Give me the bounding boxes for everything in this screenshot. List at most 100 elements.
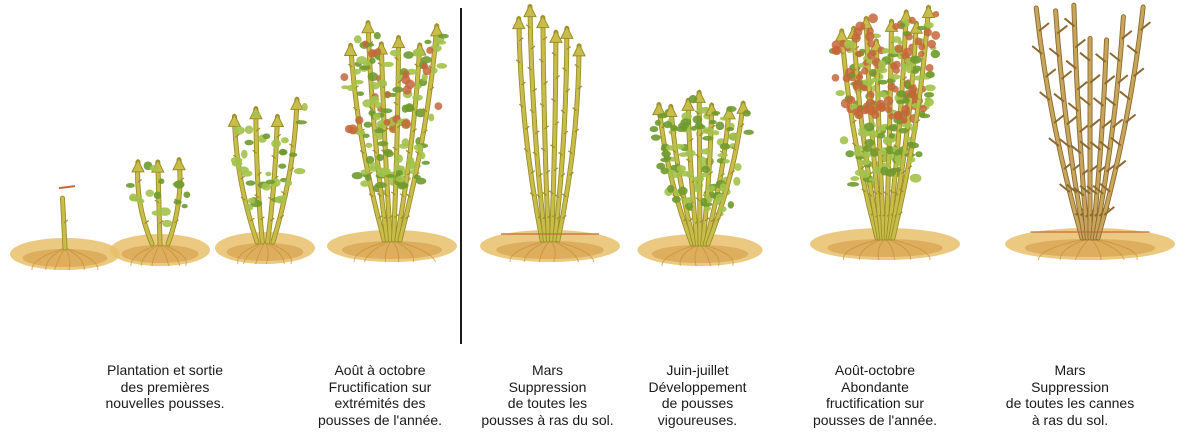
caption-line: de toutes les cannes [995, 395, 1145, 412]
leaf [438, 34, 449, 39]
growth-arrow [836, 29, 848, 41]
leaf [715, 194, 724, 202]
berry [385, 92, 391, 98]
leaf [675, 144, 685, 149]
leaf [667, 185, 674, 193]
leaf [271, 139, 281, 147]
leaf [911, 103, 919, 108]
leaf [903, 97, 910, 104]
leaf [926, 71, 935, 78]
berry [920, 105, 927, 112]
plant-planting [10, 186, 120, 270]
leaf [678, 187, 688, 196]
leaf [419, 152, 426, 159]
leaf [374, 32, 381, 39]
caption-line: vigoureuses. [630, 412, 765, 429]
leaf [650, 126, 659, 132]
plant-growth [215, 97, 315, 264]
leaf [436, 40, 446, 44]
berry [906, 33, 913, 40]
leaf [875, 91, 886, 97]
berry [402, 71, 409, 78]
berry [890, 62, 898, 70]
berry [866, 98, 875, 107]
berry [868, 13, 878, 23]
leaf [375, 182, 387, 188]
leaf [399, 183, 408, 189]
plants-illustration [0, 0, 1185, 340]
caption-planting: Plantation et sortie des premières nouve… [90, 362, 240, 412]
leaf [302, 103, 308, 111]
leaf [146, 189, 154, 196]
leaf [864, 123, 874, 132]
leaf [413, 48, 424, 57]
leaf [685, 150, 696, 157]
leaf [925, 84, 936, 91]
growth-arrow [271, 115, 283, 127]
plant-march-final [1005, 5, 1175, 260]
leaf [394, 154, 403, 163]
leaf [265, 172, 271, 177]
leaf [365, 174, 372, 181]
berry [894, 111, 903, 120]
leaf [728, 201, 734, 209]
leaf [899, 23, 905, 28]
leaf [405, 103, 414, 112]
leaf [403, 51, 413, 59]
leaf [246, 180, 256, 185]
berry [401, 119, 411, 129]
caption-line: de pousses [630, 395, 765, 412]
leaf [174, 200, 182, 205]
leaf [850, 176, 859, 181]
soil-shadow [496, 241, 604, 259]
leaf [869, 69, 877, 77]
berry [866, 27, 873, 34]
caption-line: pousses de l'année. [300, 412, 460, 429]
leaf [734, 163, 741, 171]
leaf [861, 160, 871, 165]
leaf [377, 141, 388, 146]
caption-line: extrémités des [300, 395, 460, 412]
leaf [836, 90, 845, 96]
berry [832, 46, 840, 54]
leaf [231, 157, 242, 164]
leaf [356, 56, 367, 64]
soil-shadow [652, 245, 748, 263]
leaf [392, 87, 403, 93]
leaf [877, 67, 888, 73]
growth-arrow [393, 36, 405, 48]
leaf [407, 157, 415, 166]
leaf [931, 50, 940, 58]
leaf [743, 110, 751, 117]
cut-mark [59, 186, 75, 188]
leaf [416, 178, 427, 185]
caption-august-october: Août-octobre Abondante fructification su… [795, 362, 955, 428]
leaf [279, 149, 288, 155]
leaf [278, 164, 286, 169]
leaf [912, 66, 921, 72]
caption-line: à ras du sol. [995, 412, 1145, 429]
soil-shadow [342, 241, 442, 259]
leaf [743, 130, 753, 135]
caption-line: Août à octobre [300, 362, 460, 379]
leaf [436, 63, 447, 69]
leaf [882, 48, 890, 54]
leaf [422, 161, 430, 165]
caption-line: Mars [995, 362, 1145, 379]
leaf [896, 158, 903, 166]
growth-arrow [550, 30, 562, 42]
leaf [289, 153, 297, 157]
berry [852, 33, 861, 42]
leaf [252, 112, 260, 117]
berry [856, 74, 863, 81]
berry [340, 73, 348, 81]
berry [861, 67, 868, 74]
leaf [360, 180, 369, 187]
berry [857, 106, 863, 112]
caption-line: Mars [465, 362, 630, 379]
leaf [182, 204, 188, 208]
berry [870, 50, 876, 56]
leaf [369, 58, 375, 64]
growth-arrow [537, 16, 549, 28]
leaf [263, 133, 271, 139]
